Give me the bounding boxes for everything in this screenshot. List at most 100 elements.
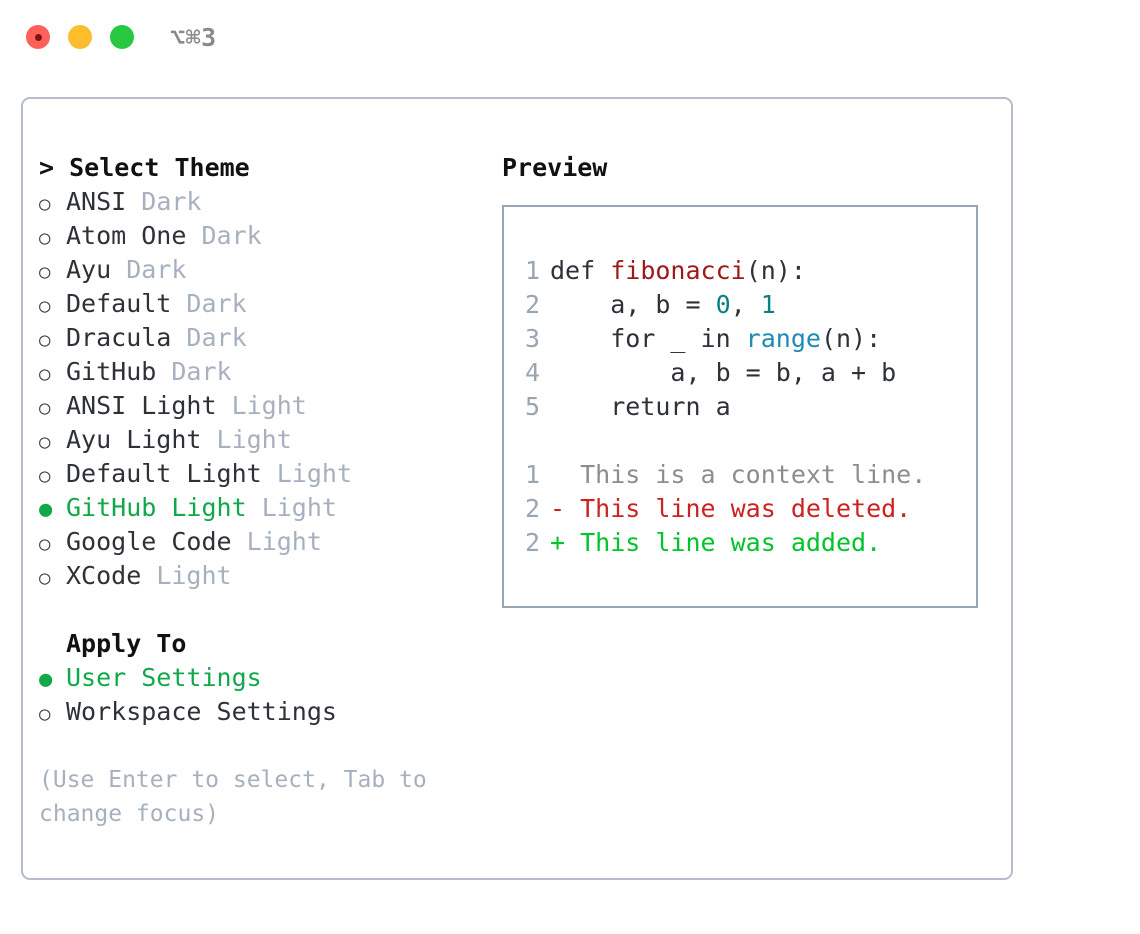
preview-heading: Preview (502, 153, 608, 182)
diff-line-add: 2+ This line was added. (504, 526, 976, 560)
radio-selected-icon: ● (39, 497, 53, 522)
radio-unselected-icon: ○ (39, 465, 51, 487)
theme-option-github[interactable]: ○GitHub Dark (39, 355, 479, 389)
theme-option-label: GitHub Light (66, 493, 247, 522)
theme-option-ayu[interactable]: ○Ayu Dark (39, 253, 479, 287)
code-token-func: fibonacci (610, 256, 746, 285)
radio-unselected-icon: ○ (39, 397, 51, 419)
apply-to-heading: Apply To (66, 629, 187, 658)
keyboard-shortcut-label: ⌥⌘3 (170, 23, 217, 52)
select-theme-heading: > Select Theme (39, 153, 250, 182)
label-badge-separator (171, 287, 186, 321)
apply-option-user-settings[interactable]: ●User Settings (39, 661, 479, 695)
theme-option-label: GitHub (66, 357, 157, 386)
diff-line-text: - This line was deleted. (550, 494, 912, 523)
code-token-plain: return a (550, 392, 731, 421)
code-token-num: 1 (760, 290, 776, 319)
diff-line-text: This is a context line. (550, 460, 927, 489)
theme-option-ansi-light[interactable]: ○ ANSI Light Light (39, 389, 479, 423)
theme-option-label: Google Code (66, 527, 232, 556)
theme-option-default[interactable]: ○ Default Dark (39, 287, 479, 321)
code-token-plain: a, b = b, a + b (550, 358, 897, 387)
theme-option-label: Ayu Light (66, 425, 202, 454)
code-token-builtin: range (745, 324, 821, 353)
theme-option-ansi[interactable]: ○ ANSI Dark (39, 185, 479, 219)
code-token-plain: (n): (820, 324, 882, 353)
radio-unselected-icon: ○ (39, 567, 51, 589)
radio-unselected-icon: ○ (39, 703, 51, 725)
theme-variant-badge: Light (246, 527, 322, 556)
code-line: 1 def fibonacci(n): (504, 254, 976, 288)
theme-variant-badge: Dark (126, 255, 187, 284)
code-line-text: a, b = 0, 1 (550, 288, 776, 322)
theme-option-label: ANSI (66, 187, 127, 216)
code-line-text: for _ in range(n): (550, 322, 881, 356)
theme-variant-badge: Dark (186, 289, 247, 318)
line-number: 2 (524, 290, 540, 319)
code-line: 4 a, b = b, a + b (504, 356, 976, 390)
code-line: 2 a, b = 0, 1 (504, 288, 976, 322)
code-token-plain: for _ in (550, 324, 746, 353)
main-panel: > Select Theme ○ANSI Dark○Atom One Dark○… (21, 97, 1013, 880)
theme-option-label: Default Light (66, 459, 262, 488)
radio-unselected-icon: ○ (39, 363, 51, 385)
theme-option-xcode[interactable]: ○ XCode Light (39, 559, 479, 593)
code-line: 5 return a (504, 390, 976, 424)
code-token-plain: (n): (745, 256, 806, 285)
code-line-text: def fibonacci(n): (550, 254, 806, 288)
theme-variant-badge: Light (216, 425, 292, 454)
radio-unselected-icon: ○ (39, 295, 51, 317)
theme-option-label: Dracula (66, 323, 172, 352)
keyboard-hint-text: (Use Enter to select, Tab to change focu… (39, 767, 441, 827)
diff-line-del: 2 - This line was deleted. (504, 492, 976, 526)
diff-line-ctx: 1 This is a context line. (504, 458, 976, 492)
theme-option-label: Atom One (66, 221, 187, 250)
radio-unselected-icon: ○ (39, 533, 51, 555)
label-badge-separator (201, 423, 216, 457)
theme-option-google-code[interactable]: ○ Google Code Light (39, 525, 479, 559)
theme-option-ayu-light[interactable]: ○ Ayu Light Light (39, 423, 479, 457)
theme-option-label: Ayu (66, 255, 112, 284)
theme-variant-badge: Light (276, 459, 352, 488)
title-bar: ⌥⌘3 (0, 0, 1140, 78)
theme-option-label: Default (66, 289, 172, 318)
label-badge-separator (217, 389, 232, 423)
diff-sample: 1 This is a context line.2- This line wa… (504, 458, 976, 560)
maximize-button-icon[interactable] (110, 25, 134, 49)
label-badge-separator (156, 355, 171, 389)
line-number: 1 (524, 256, 540, 285)
theme-option-dracula[interactable]: ○Dracula Dark (39, 321, 479, 355)
close-button-icon[interactable] (26, 25, 50, 49)
theme-option-github-light[interactable]: ● GitHub Light Light (39, 491, 479, 525)
apply-to-list[interactable]: ●User Settings ○ Workspace Settings (39, 661, 479, 729)
code-line-text: return a (550, 390, 731, 424)
apply-option-label: Workspace Settings (66, 697, 337, 726)
theme-variant-badge: Light (261, 493, 337, 522)
traffic-light-buttons (26, 25, 134, 49)
line-number: 3 (524, 324, 540, 353)
radio-selected-icon: ● (39, 667, 53, 692)
code-token-plain: a, b = (550, 290, 716, 319)
theme-option-label: ANSI Light (66, 391, 217, 420)
label-badge-separator (186, 219, 201, 253)
radio-unselected-icon: ○ (39, 431, 51, 453)
theme-option-atom-one[interactable]: ○Atom One Dark (39, 219, 479, 253)
theme-option-default-light[interactable]: ○ Default Light Light (39, 457, 479, 491)
line-number: 1 (524, 460, 540, 489)
radio-unselected-icon: ○ (39, 193, 51, 215)
theme-variant-badge: Light (156, 561, 232, 590)
hint-spacer (39, 729, 479, 763)
label-badge-separator (262, 457, 277, 491)
line-number: 2 (524, 494, 540, 523)
theme-option-label: XCode (66, 561, 142, 590)
code-line: 3 for _ in range(n): (504, 322, 976, 356)
label-badge-separator (111, 253, 126, 287)
minimize-button-icon[interactable] (68, 25, 92, 49)
theme-variant-badge: Light (231, 391, 307, 420)
apply-option-workspace-settings[interactable]: ○ Workspace Settings (39, 695, 479, 729)
code-token-num: 0 (715, 290, 731, 319)
theme-list[interactable]: ○ANSI Dark○Atom One Dark○Ayu Dark○Defaul… (39, 185, 479, 593)
theme-variant-badge: Dark (141, 187, 202, 216)
